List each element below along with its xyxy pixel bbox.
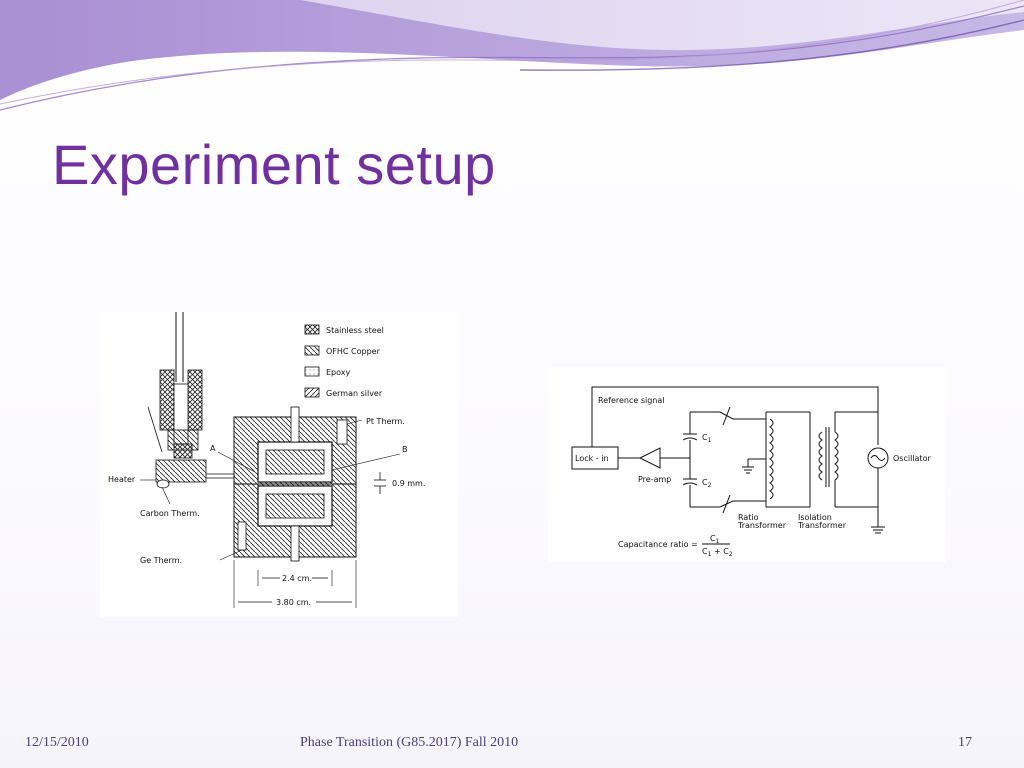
label-c2-sub: 2 — [708, 482, 712, 489]
material-legend: Stainless steel OFHC Copper Epoxy German… — [304, 324, 384, 398]
cell-cross-section-diagram: Stainless steel OFHC Copper Epoxy German… — [100, 312, 458, 617]
reference-signal-wire — [591, 386, 879, 447]
german-silver-swatch — [304, 387, 320, 398]
label-pt-therm: Pt Therm. — [366, 417, 405, 426]
label-ratio-denominator-sub2: 2 — [729, 551, 733, 558]
label-c2: C — [702, 478, 708, 487]
label-ge-therm: Ge Therm. — [140, 556, 182, 565]
label-ratio-transformer-line1: Ratio — [738, 513, 759, 522]
label-lock-in: Lock - in — [575, 454, 609, 463]
c2-capacitor-plate-curved — [682, 482, 698, 486]
footer-date: 12/15/2010 — [25, 735, 89, 750]
label-oscillator: Oscillator — [893, 454, 931, 463]
label-ratio-denominator-sub1: 1 — [708, 551, 712, 558]
label-gap: 0.9 mm. — [392, 479, 425, 488]
legend-german-silver: German silver — [326, 389, 383, 398]
c1-capacitor-plate-curved — [682, 437, 698, 441]
ratio-transformer-coil — [769, 418, 774, 500]
label-c1: C — [702, 433, 708, 442]
label-c1-sub: 1 — [708, 437, 712, 444]
label-isolation-transformer-line2: Transformer — [797, 521, 847, 530]
label-ratio-numerator: C — [710, 534, 716, 543]
legend-stainless-steel: Stainless steel — [326, 326, 384, 335]
label-capacitance-ratio: Capacitance ratio = — [618, 540, 698, 549]
label-outer-width: 3.80 cm. — [276, 598, 311, 607]
ofhc-copper-swatch — [304, 345, 320, 356]
epoxy-swatch — [304, 366, 320, 377]
ge-thermometer — [237, 521, 247, 551]
pt-thermometer — [336, 419, 348, 445]
fill-line-assembly — [147, 312, 203, 459]
label-heater: Heater — [108, 475, 136, 484]
isolation-transformer-primary — [818, 431, 823, 481]
slide-title: Experiment setup — [52, 133, 496, 196]
label-pre-amp: Pre-amp — [638, 475, 671, 484]
capacitance-bridge-circuit-diagram: Reference signal Lock - in Pre-amp C1 C2… — [548, 367, 946, 562]
isolation-transformer-secondary — [834, 431, 839, 481]
header-wave-decoration — [0, 0, 1024, 111]
label-isolation-transformer-line1: Isolation — [798, 513, 832, 522]
label-ratio-numerator-sub: 1 — [716, 538, 720, 545]
svg-text:C1: C1 — [702, 433, 712, 444]
legend-ofhc-copper: OFHC Copper — [326, 347, 381, 356]
label-ratio-transformer-line2: Transformer — [737, 521, 787, 530]
label-reference-signal: Reference signal — [598, 396, 665, 405]
label-point-b: B — [402, 445, 408, 454]
carbon-thermometer — [156, 479, 170, 489]
label-ratio-denominator: C — [702, 547, 708, 556]
footer-course-title: Phase Transition (G85.2017) Fall 2010 — [300, 735, 519, 750]
svg-text:C2: C2 — [702, 478, 712, 489]
label-point-a: A — [210, 444, 216, 453]
label-ratio-denominator-plus: + C — [711, 547, 729, 556]
stainless-steel-swatch — [304, 324, 320, 335]
footer-page-number: 17 — [958, 735, 972, 750]
legend-epoxy: Epoxy — [326, 368, 351, 377]
copper-cell-body — [233, 406, 357, 562]
label-inner-width: 2.4 cm. — [282, 574, 312, 583]
label-carbon-therm: Carbon Therm. — [140, 509, 200, 518]
svg-text:C1 + C2: C1 + C2 — [702, 547, 733, 558]
heater-block — [155, 459, 207, 483]
svg-text:C1: C1 — [710, 534, 720, 545]
